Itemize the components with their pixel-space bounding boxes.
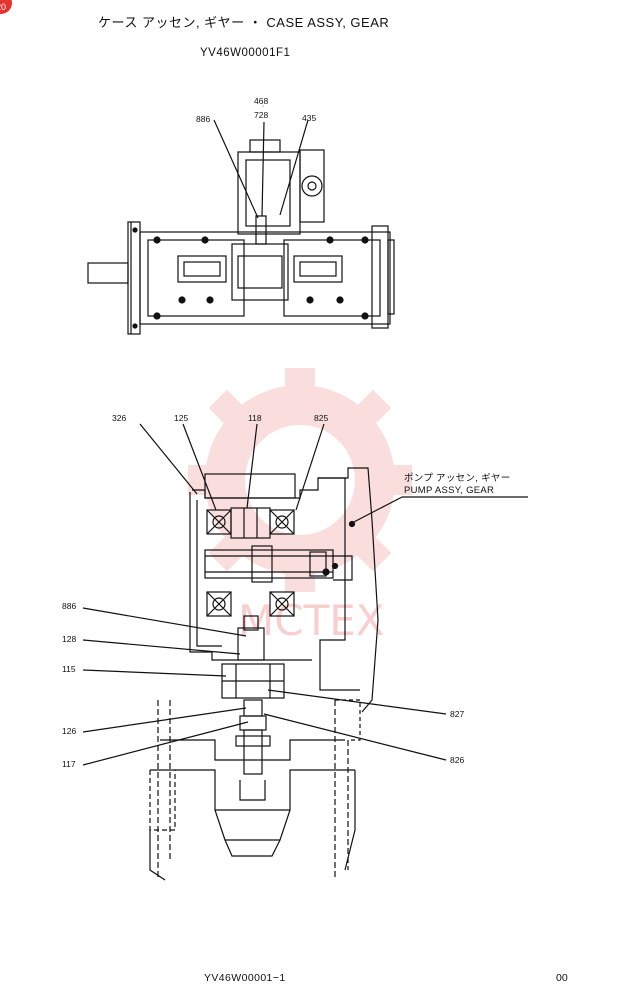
callout-728: 728 <box>254 110 269 120</box>
callout-826: 826 <box>450 755 465 765</box>
footer-page-number: 00 <box>556 972 568 984</box>
callout-118: 118 <box>248 413 262 423</box>
bearing-group <box>206 509 295 617</box>
callout-117: 117 <box>62 759 76 769</box>
callout-dot: · <box>262 103 265 110</box>
drawing-code: YV46W00001F1 <box>200 47 291 59</box>
callout-125: 125 <box>174 413 189 423</box>
callout-126: 126 <box>62 726 77 736</box>
callout-115: 115 <box>62 664 76 674</box>
section-view <box>82 423 528 881</box>
page-corner-badge: 20 <box>0 0 12 14</box>
callout-827: 827 <box>450 709 465 719</box>
callout-128: 128 <box>62 634 77 644</box>
callout-886-top: 886 <box>196 114 211 124</box>
callout-326: 326 <box>112 413 127 423</box>
watermark-gear <box>188 368 412 592</box>
page-title: ケース アッセン, ギヤー ・ CASE ASSY, GEAR <box>98 15 390 30</box>
pump-assy-label-jp: ポンプ アッセン, ギヤー <box>404 473 511 484</box>
callout-825: 825 <box>314 413 329 423</box>
callout-468: 468 <box>254 96 269 106</box>
top-view <box>87 119 395 335</box>
pump-assy-label-en: PUMP ASSY, GEAR <box>404 485 495 496</box>
watermark-text: MCTEX <box>238 596 385 645</box>
callout-435: 435 <box>302 113 317 123</box>
footer-drawing-number: YV46W00001−1 <box>204 972 286 984</box>
callout-886-section: 886 <box>62 601 77 611</box>
